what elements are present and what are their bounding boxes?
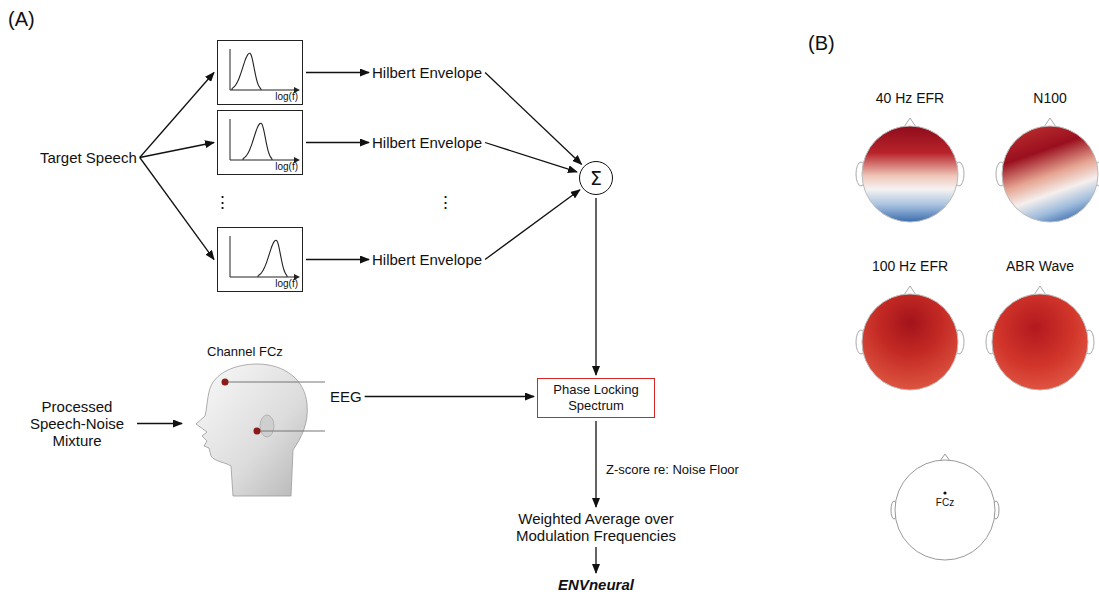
connector-arrow	[306, 259, 369, 260]
shape-drawing	[855, 278, 965, 398]
connector-arrow	[365, 396, 534, 397]
node-text: EEG	[330, 388, 362, 405]
node-text: Channel FCz	[207, 344, 283, 360]
node-text: Phase Locking Spectrum	[544, 382, 648, 414]
panel-label: (B)	[808, 32, 835, 55]
text-node: Target Speech	[40, 149, 137, 166]
text-node: ENVneural	[546, 576, 646, 593]
filter-box: log(f)	[217, 110, 303, 175]
topography-map: ABR Wave	[985, 258, 1095, 398]
scalp-map	[862, 294, 958, 390]
electrode-lead	[225, 382, 325, 383]
topography-map: 100 Hz EFR	[855, 258, 965, 398]
node-text: Σ	[590, 168, 602, 188]
filter-response-curve	[243, 123, 272, 160]
connector-arrow	[485, 143, 577, 172]
axis-line	[230, 90, 296, 91]
node-text: Hilbert Envelope	[372, 251, 482, 268]
connector-arrow	[595, 421, 596, 507]
shape-drawing	[995, 110, 1099, 230]
node-text: Target Speech	[40, 149, 137, 166]
head-profile	[196, 364, 307, 496]
ellipsis-mark: ⋮	[437, 193, 454, 213]
text-node: EEG	[330, 388, 362, 405]
head-illustration: Channel FCz	[185, 338, 325, 498]
node-text: 100 Hz EFR	[855, 258, 965, 275]
node-text: N100	[995, 90, 1099, 107]
node-text: log(f)	[275, 278, 298, 290]
process-box: Phase Locking Spectrum	[537, 378, 655, 418]
connector-arrow	[595, 198, 596, 375]
panel-label: (A)	[8, 8, 35, 31]
node-text: ENVneural	[546, 576, 646, 593]
filter-response-curve	[258, 240, 287, 277]
edge-label: Z-score re: Noise Floor	[604, 462, 741, 478]
shape-drawing	[985, 278, 1095, 398]
node-text: Weighted Average over Modulation Frequen…	[496, 510, 696, 544]
shape-drawing	[855, 110, 965, 230]
filter-box: log(f)	[217, 227, 303, 292]
electrode-lead	[257, 431, 325, 432]
node-text: FCz	[890, 497, 1000, 509]
node-text: Processed Speech-Noise Mixture	[20, 398, 134, 449]
node-text: log(f)	[275, 91, 298, 103]
topography-map: N100	[995, 90, 1099, 230]
connector-arrow	[485, 73, 581, 165]
topography-map: 40 Hz EFR	[855, 90, 965, 230]
text-node: Hilbert Envelope	[372, 251, 482, 268]
text-node: Processed Speech-Noise Mixture	[20, 398, 134, 449]
text-node: Weighted Average over Modulation Frequen…	[496, 510, 696, 544]
filter-response-curve	[232, 53, 261, 90]
shape-drawing	[185, 338, 325, 498]
axis-line	[230, 49, 231, 90]
text-node: Hilbert Envelope	[372, 64, 482, 81]
node-text: Hilbert Envelope	[372, 134, 482, 151]
connector-arrow	[137, 423, 182, 424]
text-node: Hilbert Envelope	[372, 134, 482, 151]
ellipsis-mark: ⋮	[214, 193, 231, 213]
filter-box: log(f)	[217, 40, 303, 105]
connector-arrow	[485, 190, 580, 260]
scalp-map	[992, 294, 1088, 390]
head-outline	[895, 460, 995, 560]
axis-line	[230, 119, 231, 160]
electrode-map: FCz	[890, 452, 1000, 564]
connector-arrow	[306, 72, 369, 73]
electrode-dot	[943, 491, 946, 494]
ear	[260, 415, 274, 437]
axis-line	[230, 160, 296, 161]
electrode	[222, 379, 229, 386]
connector-arrow	[140, 143, 214, 158]
scalp-map	[1002, 126, 1098, 222]
connector-arrow	[595, 547, 596, 573]
scalp-map	[862, 126, 958, 222]
node-text: 40 Hz EFR	[855, 90, 965, 107]
axis-line	[230, 236, 231, 277]
sum-circle: Σ	[579, 161, 613, 195]
electrode	[254, 428, 261, 435]
node-text: Hilbert Envelope	[372, 64, 482, 81]
node-text: log(f)	[275, 161, 298, 173]
axis-line	[230, 277, 296, 278]
connector-arrow	[140, 158, 214, 260]
connector-arrow	[140, 73, 214, 158]
connector-arrow	[306, 142, 369, 143]
node-text: ABR Wave	[985, 258, 1095, 275]
